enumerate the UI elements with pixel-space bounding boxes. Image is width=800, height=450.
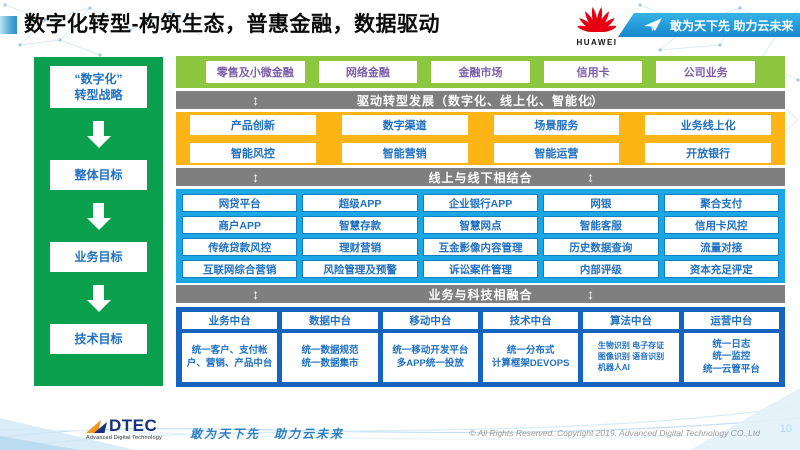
platform-column-algorithm: 算法中台 生物识别 电子存证 图像识别 语音识别 机器人AI <box>583 312 679 382</box>
capability-digital-channel: 数字渠道 <box>341 114 468 135</box>
capability-smart-operation: 智能运营 <box>493 142 620 163</box>
adtec-logo: DTEC Advanced Digital Technology <box>86 417 186 441</box>
updown-arrow-icon: ↕ <box>587 169 596 185</box>
down-arrow-icon <box>93 203 104 218</box>
ribbon-slogan-text: 敢为天下先 助力云未来 <box>670 18 794 33</box>
adtec-logo-subtext: Advanced Digital Technology <box>86 435 162 441</box>
title-accent-bar <box>0 16 17 34</box>
online-offline-bar: ↕ 线上与线下相结合 ↕ <box>176 168 785 186</box>
capability-product-innovation: 产品创新 <box>190 114 316 135</box>
system-box: 智能客服 <box>543 216 659 234</box>
capability-smart-risk: 智能风控 <box>190 142 316 163</box>
platform-column-operation: 运营中台 统一日志 统一监控 统一云管平台 <box>683 312 779 382</box>
updown-arrow-icon: ↕ <box>252 286 261 302</box>
capability-row: 智能风控 智能营销 智能运营 开放银行 <box>190 142 771 163</box>
slogan-ribbon: 敢为天下先 助力云未来 <box>618 13 800 37</box>
tech-merge-bar: ↕ 业务与科技相融合 ↕ <box>176 285 785 303</box>
business-line-internet-finance: 网络金融 <box>318 61 418 83</box>
updown-arrow-icon: ↕ <box>252 92 261 108</box>
page-number: 10 <box>779 423 792 435</box>
updown-arrow-icon: ↕ <box>587 92 596 108</box>
platform-detail: 生物识别 电子存证 图像识别 语音识别 机器人AI <box>583 333 679 382</box>
system-box: 智慧网点 <box>422 216 539 234</box>
adtec-logo-text: DTEC <box>109 416 158 435</box>
system-box: 超级APP <box>302 194 418 212</box>
business-line-retail: 零售及小微金融 <box>206 61 305 83</box>
platform-detail: 统一数据规范 统一数据集市 <box>282 333 378 382</box>
platform-detail: 统一客户、支付帐户、营销、产品中台 <box>182 333 278 382</box>
strategy-step-tech-goal: 技术目标 <box>50 324 147 354</box>
drive-transformation-bar: ↕ 驱动转型发展（数字化、线上化、智能化） ↕ <box>176 91 785 109</box>
platform-column-data: 数据中台 统一数据规范 统一数据集市 <box>282 312 378 382</box>
system-box: 商户APP <box>182 216 298 234</box>
system-box: 理财营销 <box>302 238 418 256</box>
platform-detail: 统一移动开发平台 多APP统一投放 <box>382 333 478 382</box>
down-arrow-icon <box>93 285 104 300</box>
updown-arrow-icon: ↕ <box>252 169 261 185</box>
system-box: 传统贷款风控 <box>182 238 298 256</box>
platform-title: 运营中台 <box>683 312 779 329</box>
system-box: 资本充足评定 <box>663 260 779 278</box>
system-box: 互联网综合营销 <box>182 260 298 278</box>
platform-title: 数据中台 <box>282 312 378 329</box>
capability-band: 产品创新 数字渠道 场景服务 业务线上化 智能风控 智能营销 智能运营 开放银行 <box>176 112 785 165</box>
system-box: 互金影像内容管理 <box>422 238 539 256</box>
capability-business-online: 业务线上化 <box>645 114 771 135</box>
down-arrow-icon <box>93 121 104 136</box>
platform-title: 业务中台 <box>182 312 278 329</box>
platform-column-business: 业务中台 统一客户、支付帐户、营销、产品中台 <box>182 312 278 382</box>
huawei-logo: HUAWEI <box>576 6 618 47</box>
tech-merge-label: 业务与科技相融合 <box>428 287 533 302</box>
online-offline-label: 线上与线下相结合 <box>428 170 533 185</box>
huawei-flower-icon <box>576 6 618 33</box>
platform-detail: 统一分布式 计算框架DEVOPS <box>483 333 579 382</box>
system-box: 网银 <box>543 194 659 212</box>
platform-column-mobile: 移动中台 统一移动开发平台 多APP统一投放 <box>382 312 478 382</box>
strategy-step-digital-strategy: “数字化” 转型战略 <box>50 66 147 108</box>
platform-title: 算法中台 <box>583 312 679 329</box>
architecture-diagram: 零售及小微金融 网络金融 金融市场 信用卡 公司业务 ↕ 驱动转型发展（数字化、… <box>176 0 785 450</box>
paper-plane-icon <box>644 18 662 32</box>
middle-platform-band: 业务中台 统一客户、支付帐户、营销、产品中台 数据中台 统一数据规范 统一数据集… <box>176 307 785 387</box>
system-box: 历史数据查询 <box>543 238 659 256</box>
footer-slogan: 敢为天下先 助力云未来 <box>190 427 345 441</box>
system-box: 风险管理及预警 <box>302 260 418 278</box>
platform-detail: 统一日志 统一监控 统一云管平台 <box>683 333 779 382</box>
strategy-step-business-goal: 业务目标 <box>50 242 147 272</box>
copyright-text: © All Rights Reserved. Copyright 2019. A… <box>469 428 760 438</box>
adtec-arrow-icon <box>86 420 107 433</box>
system-box: 信用卡风控 <box>663 216 779 234</box>
capability-scene-service: 场景服务 <box>493 114 620 135</box>
system-box: 诉讼案件管理 <box>422 260 539 278</box>
business-line-credit-card: 信用卡 <box>543 61 643 83</box>
business-lines-band: 零售及小微金融 网络金融 金融市场 信用卡 公司业务 <box>176 56 785 88</box>
updown-arrow-icon: ↕ <box>587 286 596 302</box>
business-line-financial-market: 金融市场 <box>431 61 530 83</box>
drive-transformation-label: 驱动转型发展（数字化、线上化、智能化） <box>356 93 604 108</box>
huawei-brand-text: HUAWEI <box>576 38 618 47</box>
platform-title: 移动中台 <box>382 312 478 329</box>
systems-grid: 网贷平台 超级APP 企业银行APP 网银 聚合支付 商户APP 智慧存款 智慧… <box>176 189 785 283</box>
strategy-flow-panel: “数字化” 转型战略 整体目标 业务目标 技术目标 <box>34 57 163 386</box>
strategy-step-overall-goal: 整体目标 <box>50 160 147 190</box>
capability-open-banking: 开放银行 <box>645 142 771 163</box>
system-box: 智慧存款 <box>302 216 418 234</box>
system-box: 内部评级 <box>543 260 659 278</box>
system-box: 流量对接 <box>663 238 779 256</box>
page-title: 数字化转型-构筑生态，普惠金融，数据驱动 <box>24 13 440 36</box>
capability-smart-marketing: 智能营销 <box>341 142 468 163</box>
capability-row: 产品创新 数字渠道 场景服务 业务线上化 <box>190 114 771 135</box>
system-box: 企业银行APP <box>422 194 539 212</box>
platform-title: 技术中台 <box>483 312 579 329</box>
system-box: 聚合支付 <box>663 194 779 212</box>
business-line-corporate: 公司业务 <box>656 61 755 83</box>
system-box: 网贷平台 <box>182 194 298 212</box>
platform-column-tech: 技术中台 统一分布式 计算框架DEVOPS <box>483 312 579 382</box>
